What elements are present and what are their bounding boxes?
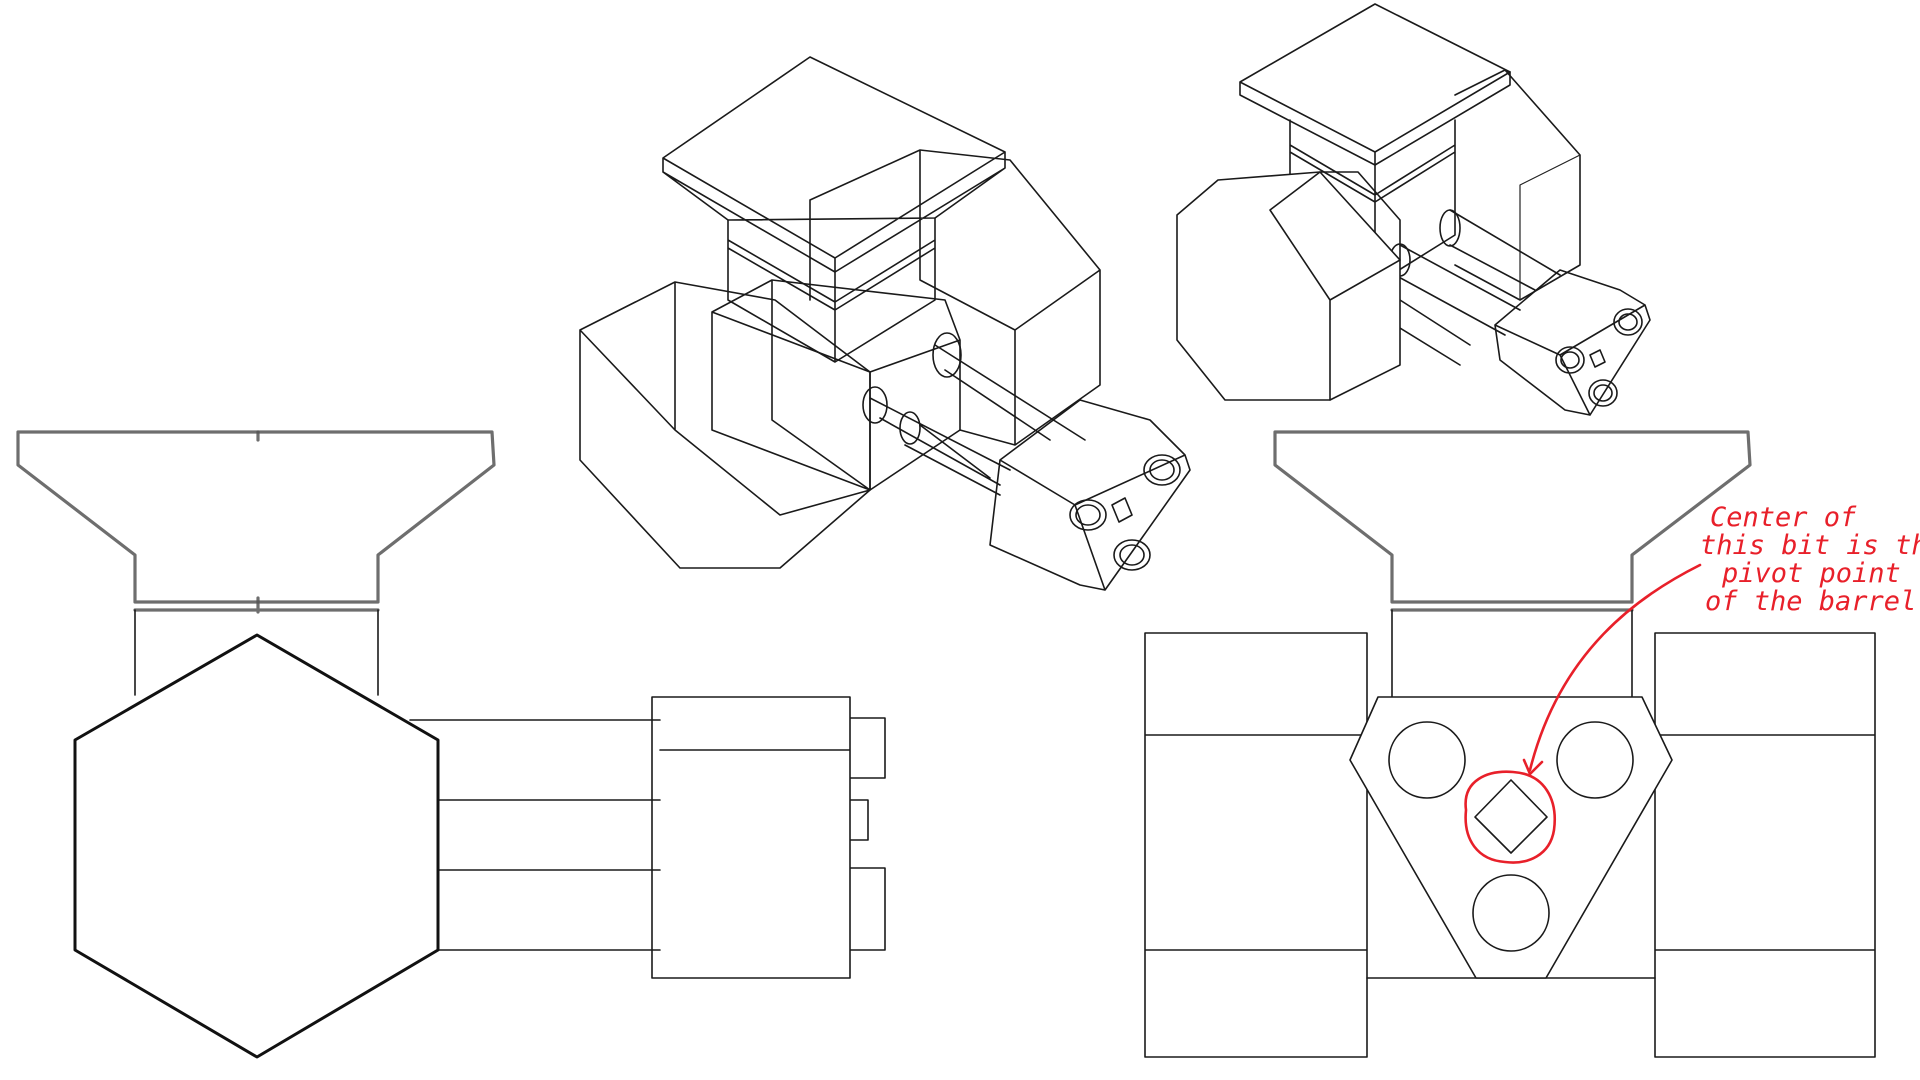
top-plate (662, 56, 1006, 273)
annotation-line-1: Center of (1710, 502, 1857, 533)
neck-block (1391, 609, 1633, 701)
left-wheel-edges (1269, 171, 1401, 401)
annotation-line-4: of the barrel (1705, 586, 1916, 617)
top-plate (16, 430, 496, 604)
body-block (711, 279, 961, 491)
iso-solid-view (1176, 3, 1651, 416)
left-wheel (1144, 632, 1368, 1058)
annotation-line-2: this bit is the (1700, 530, 1920, 561)
left-wheel (1176, 171, 1401, 401)
right-wheel (1454, 69, 1581, 301)
muzzle-block (1494, 269, 1651, 416)
front-view (1144, 430, 1876, 1058)
barrel-bottom (1472, 874, 1550, 952)
left-wheel (579, 281, 871, 569)
barrels (409, 719, 661, 951)
barrels (869, 344, 1086, 496)
top-plate (1239, 3, 1511, 166)
muzzle-block (651, 696, 886, 979)
barrel-end (899, 411, 921, 445)
muzzle-barrel-ends (1555, 308, 1643, 407)
barrel-end (1439, 209, 1461, 247)
barrel-left (1388, 721, 1466, 799)
muzzle-plate (1349, 696, 1673, 979)
neck-block (134, 609, 379, 696)
neck-block (727, 217, 936, 363)
iso-wireframe-view (579, 56, 1191, 591)
annotation-arrow (1528, 563, 1702, 772)
annotation-line-3: pivot point (1721, 558, 1901, 589)
barrel-end (862, 386, 888, 424)
top-plate (1273, 430, 1752, 604)
pivot-circle (1464, 770, 1556, 864)
side-view (16, 430, 886, 1059)
barrel-right (1556, 721, 1634, 799)
muzzle-block (989, 399, 1191, 591)
right-wheel (809, 149, 1101, 446)
barrels (1394, 209, 1561, 366)
pivot-annotation: Center of this bit is the pivot point of… (1464, 502, 1920, 864)
right-wheel (1654, 632, 1876, 1058)
muzzle-barrel-ends (1069, 454, 1181, 571)
pivot-diamond (1474, 779, 1548, 854)
hex-wheel (73, 633, 440, 1059)
barrel-end (932, 332, 962, 378)
